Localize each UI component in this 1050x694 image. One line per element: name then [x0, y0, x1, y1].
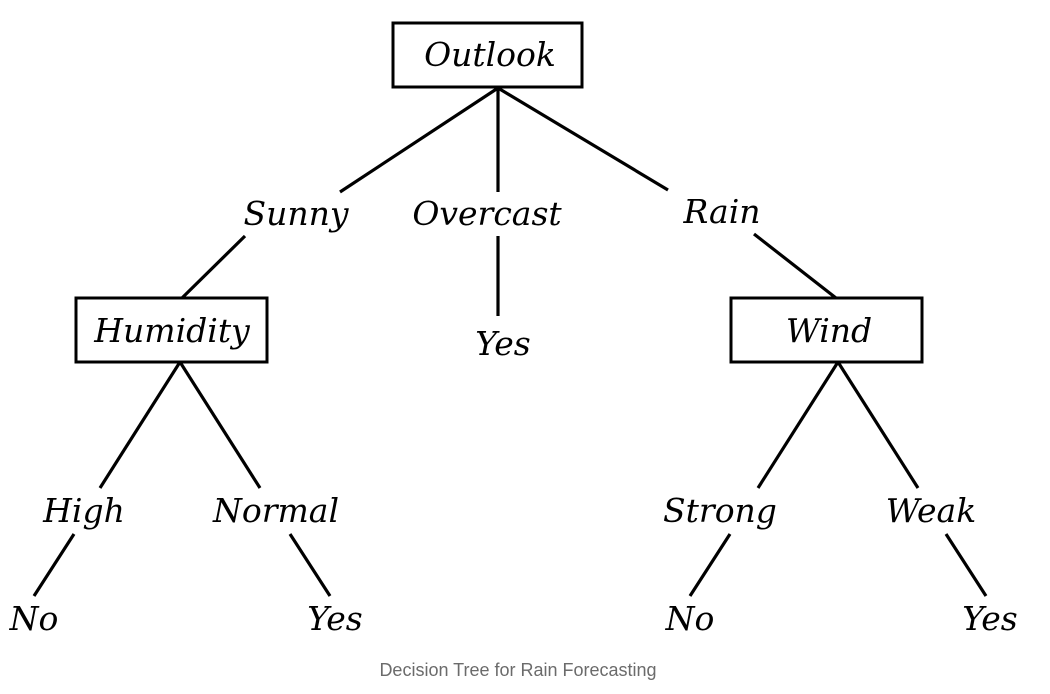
edge-humidity-high	[98, 361, 182, 489]
leaf-label-strong-no: No	[665, 599, 715, 638]
node-box-humidity	[74, 296, 269, 364]
branch-label-normal: Normal	[212, 491, 339, 530]
edge-wind-strong	[756, 361, 840, 489]
branch-label-weak: Weak	[886, 491, 976, 530]
branch-label-high: High	[42, 491, 125, 530]
branch-label-strong: Strong	[663, 491, 777, 530]
node-box-outlook	[391, 21, 584, 89]
edge-strong-no	[688, 533, 732, 597]
edge-weak-yes	[944, 533, 988, 597]
edge-normal-yes	[288, 533, 332, 597]
edge-sunny-humidity	[180, 234, 247, 300]
branch-label-sunny: Sunny	[243, 194, 348, 233]
edge-wind-weak	[836, 361, 920, 489]
node-label-outlook: Outlook	[424, 35, 556, 74]
edge-rain-wind	[753, 232, 837, 300]
edge-outlook-sunny	[339, 86, 499, 194]
edge-outlook-rain	[497, 86, 669, 192]
branch-label-rain: Rain	[682, 192, 760, 231]
leaf-label-high-no: No	[9, 599, 59, 638]
edge-high-no	[32, 533, 76, 597]
node-label-wind: Wind	[786, 311, 872, 350]
node-box-wind	[729, 296, 924, 364]
branch-label-overcast: Overcast	[412, 194, 562, 233]
leaf-label-normal-yes: Yes	[307, 599, 362, 638]
figure-caption: Decision Tree for Rain Forecasting	[379, 660, 657, 680]
edge-humidity-normal	[178, 361, 262, 489]
leaf-label-overcast-yes: Yes	[475, 324, 530, 363]
node-label-humidity: Humidity	[93, 311, 250, 350]
leaf-label-weak-yes: Yes	[962, 599, 1017, 638]
